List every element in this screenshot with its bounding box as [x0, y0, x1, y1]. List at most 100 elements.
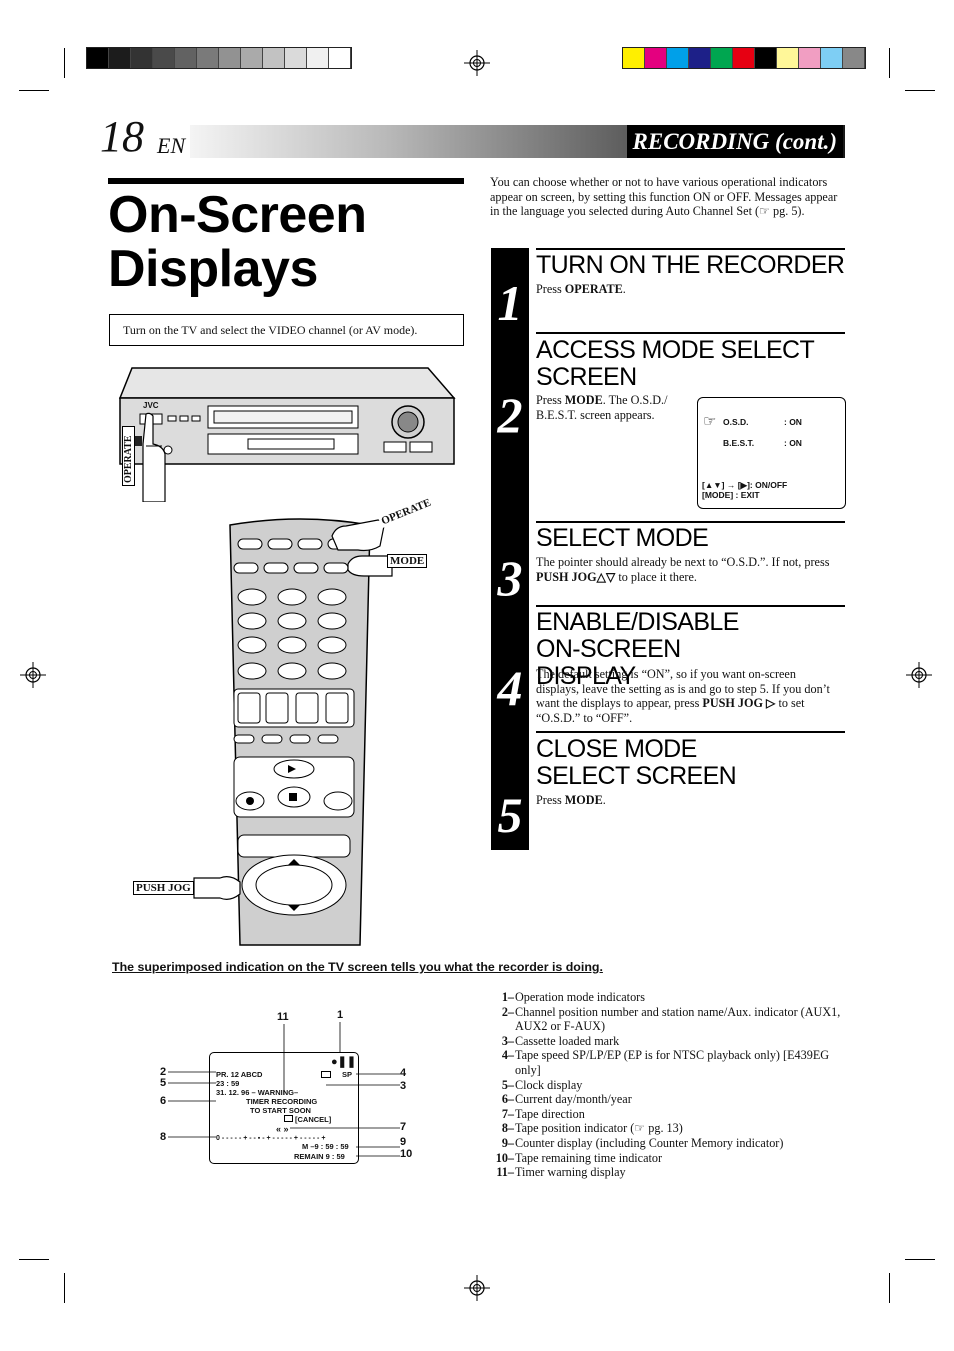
operate-label-vcr: OPERATE	[122, 426, 135, 486]
color-swatch	[623, 48, 645, 68]
remain-display: REMAIN 9 : 59	[294, 1152, 345, 1161]
gray-scale-bar	[86, 47, 352, 69]
step-5-heading: CLOSE MODE SELECT SCREEN	[536, 735, 737, 790]
color-swatch	[755, 48, 777, 68]
osd-label: O.S.D.	[723, 417, 749, 427]
callout-7: 7	[400, 1121, 407, 1133]
intro-paragraph: You can choose whether or not to have va…	[490, 175, 838, 219]
page-number: 18	[100, 112, 144, 161]
registration-target-icon	[464, 1275, 490, 1301]
hand-pointer-icon	[193, 876, 241, 900]
legend-item: 3–Cassette loaded mark	[490, 1034, 850, 1049]
clock-line: 23 : 59	[216, 1079, 240, 1088]
gray-swatch	[175, 48, 197, 68]
date-warning-line: 31. 12. 96 – WARNING–	[216, 1088, 299, 1097]
legend-item: 4–Tape speed SP/LP/EP (EP is for NTSC pl…	[490, 1048, 850, 1077]
color-swatch	[733, 48, 755, 68]
legend-text: Clock display	[515, 1077, 583, 1092]
callout-3: 3	[400, 1080, 407, 1092]
gray-swatch	[109, 48, 131, 68]
best-value: : ON	[784, 438, 802, 448]
crop-mark	[64, 1273, 65, 1303]
legend-number: 11–	[496, 1165, 514, 1180]
gray-swatch	[87, 48, 109, 68]
push-jog-label: PUSH JOG	[133, 881, 194, 895]
callout-9: 9	[400, 1136, 407, 1148]
callout-2: 2	[160, 1066, 167, 1078]
hand-pointer-icon	[347, 555, 393, 577]
osd-value: : ON	[784, 417, 802, 427]
legend-number: 10–	[495, 1150, 514, 1165]
record-pause-icon: ●❚❚	[331, 1056, 357, 1068]
crop-mark	[19, 1259, 49, 1260]
callout-10: 10	[400, 1148, 413, 1160]
step-4-number: 4	[497, 660, 523, 716]
legend-text: Channel position number and station name…	[515, 1004, 841, 1034]
timer-line-2: TO START SOON	[250, 1106, 311, 1115]
step-5-rule	[536, 731, 845, 733]
step-2-rule	[536, 332, 845, 334]
vcr-illustration	[118, 367, 456, 465]
gray-swatch	[219, 48, 241, 68]
step-3-number: 3	[497, 550, 523, 606]
page-title: On-Screen Displays	[108, 188, 468, 296]
page-language: EN	[157, 133, 186, 158]
step-2-number: 2	[497, 387, 523, 443]
color-swatch	[777, 48, 799, 68]
legend-number: 3–	[501, 1033, 514, 1048]
channel-line: PR. 12 ABCD	[216, 1070, 263, 1079]
callout-lines	[168, 1022, 400, 1157]
color-swatch	[799, 48, 821, 68]
legend-text: Tape speed SP/LP/EP (EP is for NTSC play…	[515, 1048, 830, 1077]
legend-text: Counter display (including Counter Memor…	[515, 1135, 784, 1150]
color-swatch	[711, 48, 733, 68]
legend-number: 4–	[501, 1048, 514, 1063]
color-swatch	[645, 48, 667, 68]
legend-text: Tape remaining time indicator	[515, 1150, 663, 1165]
step-2-text: Press MODE. The O.S.D./ B.E.S.T. screen …	[536, 393, 668, 422]
legend-text: Tape position indicator (☞ pg. 13)	[515, 1121, 683, 1136]
crop-mark	[19, 90, 49, 91]
legend-item: 2–Channel position number and station na…	[490, 1005, 850, 1034]
step-4-rule	[536, 605, 845, 607]
legend-number: 6–	[501, 1092, 514, 1107]
page-title-line1: On-Screen	[108, 186, 367, 244]
legend-text: Operation mode indicators	[515, 990, 645, 1004]
step-3-rule	[536, 521, 845, 523]
callout-6: 6	[160, 1095, 167, 1107]
jvc-logo: JVC	[143, 401, 159, 410]
step-4-heading: ENABLE/DISABLE ON-SCREEN DISPLAY	[536, 608, 739, 690]
step-5-text: Press MODE.	[536, 793, 606, 807]
registration-target-icon	[906, 662, 932, 688]
superimposed-caption: The superimposed indication on the TV sc…	[112, 960, 603, 974]
gray-swatch	[197, 48, 219, 68]
gray-swatch	[153, 48, 175, 68]
legend-item: 8–Tape position indicator (☞ pg. 13)	[490, 1121, 850, 1136]
gray-swatch	[241, 48, 263, 68]
legend-number: 9–	[501, 1135, 514, 1150]
callout-11: 11	[277, 1011, 289, 1023]
section-band: RECORDING (cont.)	[190, 125, 845, 158]
tape-loaded-icon	[321, 1071, 331, 1078]
legend-item: 1–Operation mode indicators	[490, 990, 850, 1005]
callout-8: 8	[160, 1131, 167, 1143]
gray-swatch	[131, 48, 153, 68]
legend-item: 9–Counter display (including Counter Mem…	[490, 1136, 850, 1151]
legend-number: 8–	[501, 1121, 514, 1136]
step-1-number: 1	[497, 275, 523, 331]
color-swatch	[689, 48, 711, 68]
callout-5: 5	[160, 1077, 167, 1089]
color-swatch	[843, 48, 865, 68]
tv-instruction-box: Turn on the TV and select the VIDEO chan…	[109, 314, 464, 346]
legend-number: 7–	[501, 1106, 514, 1121]
step-3-heading: SELECT MODE	[536, 524, 709, 552]
callout-4: 4	[400, 1067, 407, 1079]
timer-line-1: TIMER RECORDING	[246, 1097, 318, 1106]
crop-mark	[905, 90, 935, 91]
osd-help-exit: [MODE] : EXIT	[702, 490, 760, 500]
legend-number: 2–	[501, 1004, 514, 1019]
step-1-text: Press OPERATE.	[536, 282, 626, 296]
crop-mark	[889, 1273, 890, 1303]
tape-position-scale: 0 - - - - - + - - ▪ - + - - - - - + - - …	[216, 1135, 326, 1142]
osd-help-select: [▲▼] → [▶]: ON/OFF	[702, 480, 788, 490]
